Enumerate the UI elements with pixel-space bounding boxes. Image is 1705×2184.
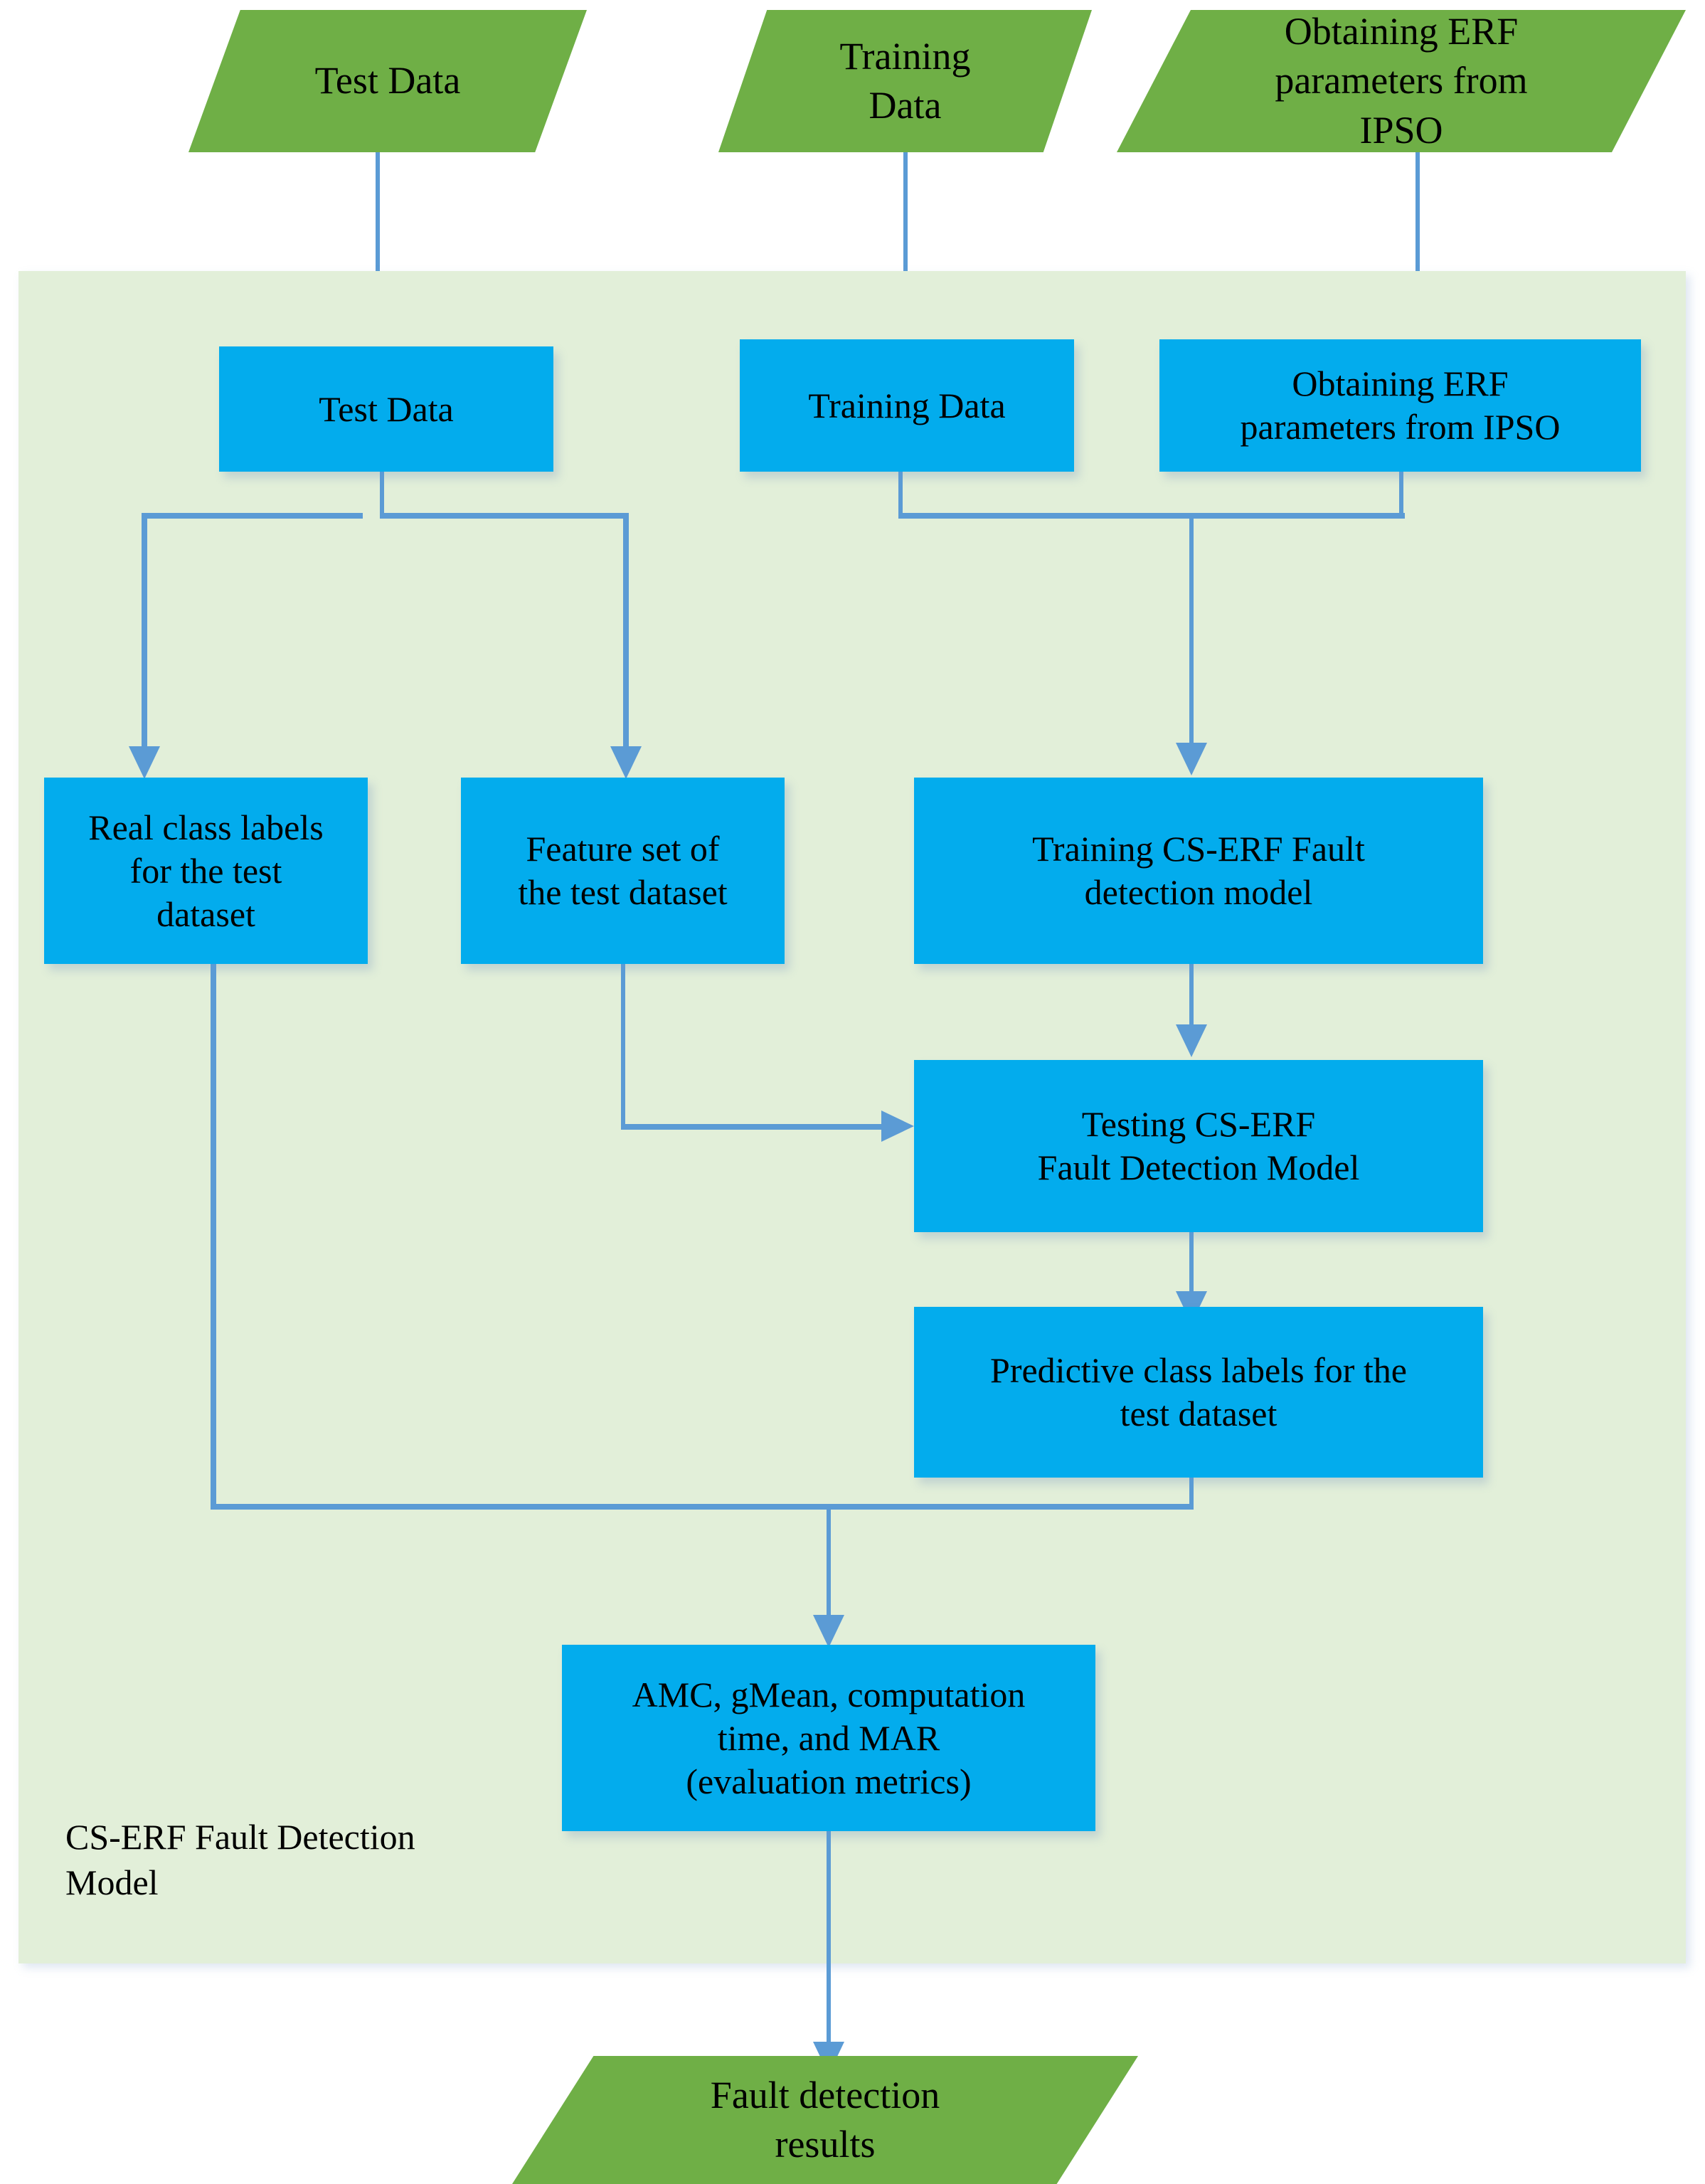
process-node-feature-set[interactable]: Feature set of the test dataset xyxy=(461,778,785,964)
input-node-ipso-params[interactable]: Obtaining ERF parameters from IPSO xyxy=(1117,10,1686,152)
connector-testdata-right-drop xyxy=(623,513,629,748)
input-node-training-data[interactable]: Training Data xyxy=(718,10,1092,152)
connector-ipso-input-stem xyxy=(1415,152,1420,291)
connector-metrics-merge-bar xyxy=(211,1504,1194,1510)
connector-metrics-to-results xyxy=(827,1831,831,2059)
connector-testdata-split-bar-right xyxy=(380,513,629,519)
process-node-training-model[interactable]: Training CS-ERF Fault detection model xyxy=(914,778,1483,964)
container-label: CS-ERF Fault Detection Model xyxy=(65,1817,415,1902)
process-node-evaluation-metrics[interactable]: AMC, gMean, computation time, and MAR (e… xyxy=(562,1645,1095,1831)
connector-training-merge-bar xyxy=(898,513,1405,519)
connector-training-to-testing xyxy=(1189,964,1194,1047)
process-node-testing-model[interactable]: Testing CS-ERF Fault Detection Model xyxy=(914,1060,1483,1232)
connector-testing-to-predictive xyxy=(1189,1232,1194,1314)
process-node-test-data[interactable]: Test Data xyxy=(219,346,553,472)
connector-predictive-drop xyxy=(1189,1478,1194,1509)
process-node-predictive-labels[interactable]: Predictive class labels for the test dat… xyxy=(914,1307,1483,1478)
connector-training-merge-drop xyxy=(1189,513,1194,744)
connector-metrics-drop xyxy=(827,1504,831,1619)
arrowhead-to-real-labels xyxy=(129,746,160,779)
output-node-results[interactable]: Fault detection results xyxy=(512,2056,1138,2184)
arrowhead-to-testing-model xyxy=(1176,1024,1207,1057)
connector-trainingdata-stem xyxy=(898,472,903,517)
connector-testdata-stem xyxy=(380,472,384,517)
connector-testdata-split-bar xyxy=(142,513,363,519)
arrowhead-to-feature-set xyxy=(610,746,642,779)
connector-featureset-drop xyxy=(621,964,625,1128)
process-node-real-labels[interactable]: Real class labels for the test dataset xyxy=(44,778,368,964)
connector-training-input-stem xyxy=(903,152,908,312)
arrowhead-to-testing-model-left xyxy=(881,1110,914,1142)
process-node-training-data[interactable]: Training Data xyxy=(740,339,1074,472)
input-node-test-data[interactable]: Test Data xyxy=(188,10,587,152)
connector-featureset-to-testing xyxy=(621,1124,884,1130)
connector-erfparams-stem xyxy=(1399,472,1403,517)
connector-test-input-stem xyxy=(376,152,380,312)
connector-reallabels-long-drop xyxy=(211,964,216,1509)
arrowhead-to-evaluation-metrics xyxy=(813,1615,844,1648)
arrowhead-to-training-model xyxy=(1176,743,1207,775)
connector-testdata-left-drop xyxy=(142,513,147,748)
process-node-erf-params[interactable]: Obtaining ERF parameters from IPSO xyxy=(1159,339,1641,472)
